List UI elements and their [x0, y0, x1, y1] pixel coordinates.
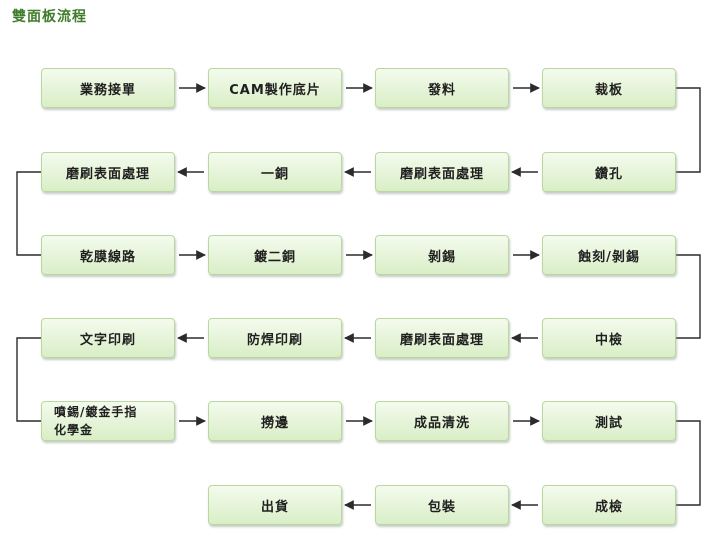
- flow-step: 發料: [375, 68, 509, 108]
- flow-step: 中檢: [542, 318, 676, 358]
- flow-step: 文字印刷: [41, 318, 175, 358]
- flow-step: 磨刷表面處理: [375, 318, 509, 358]
- flow-connector: [16, 171, 41, 256]
- flow-step: 成品清洗: [375, 401, 509, 441]
- flow-step: 防焊印刷: [208, 318, 342, 358]
- flow-step: 業務接單: [41, 68, 175, 108]
- flow-step: 成檢: [542, 485, 676, 525]
- flow-step: 裁板: [542, 68, 676, 108]
- flow-step: 噴錫/鍍金手指化學金: [41, 401, 175, 441]
- flow-connector: [676, 87, 701, 173]
- flow-connector: [16, 337, 41, 422]
- flow-step: 磨刷表面處理: [41, 152, 175, 192]
- flow-step: 鍍二銅: [208, 235, 342, 275]
- flow-step: 磨刷表面處理: [375, 152, 509, 192]
- flow-step: 一銅: [208, 152, 342, 192]
- flow-connector: [676, 254, 701, 339]
- flow-step: 乾膜線路: [41, 235, 175, 275]
- flow-step: 剝錫: [375, 235, 509, 275]
- flow-step: 包裝: [375, 485, 509, 525]
- flow-step: 出貨: [208, 485, 342, 525]
- flow-step: 測試: [542, 401, 676, 441]
- flow-step: 鑽孔: [542, 152, 676, 192]
- flow-step: 撈邊: [208, 401, 342, 441]
- diagram-title: 雙面板流程: [12, 9, 87, 25]
- flow-step: CAM製作底片: [208, 68, 342, 108]
- flow-connector: [676, 420, 701, 506]
- flow-step: 蝕刻/剝錫: [542, 235, 676, 275]
